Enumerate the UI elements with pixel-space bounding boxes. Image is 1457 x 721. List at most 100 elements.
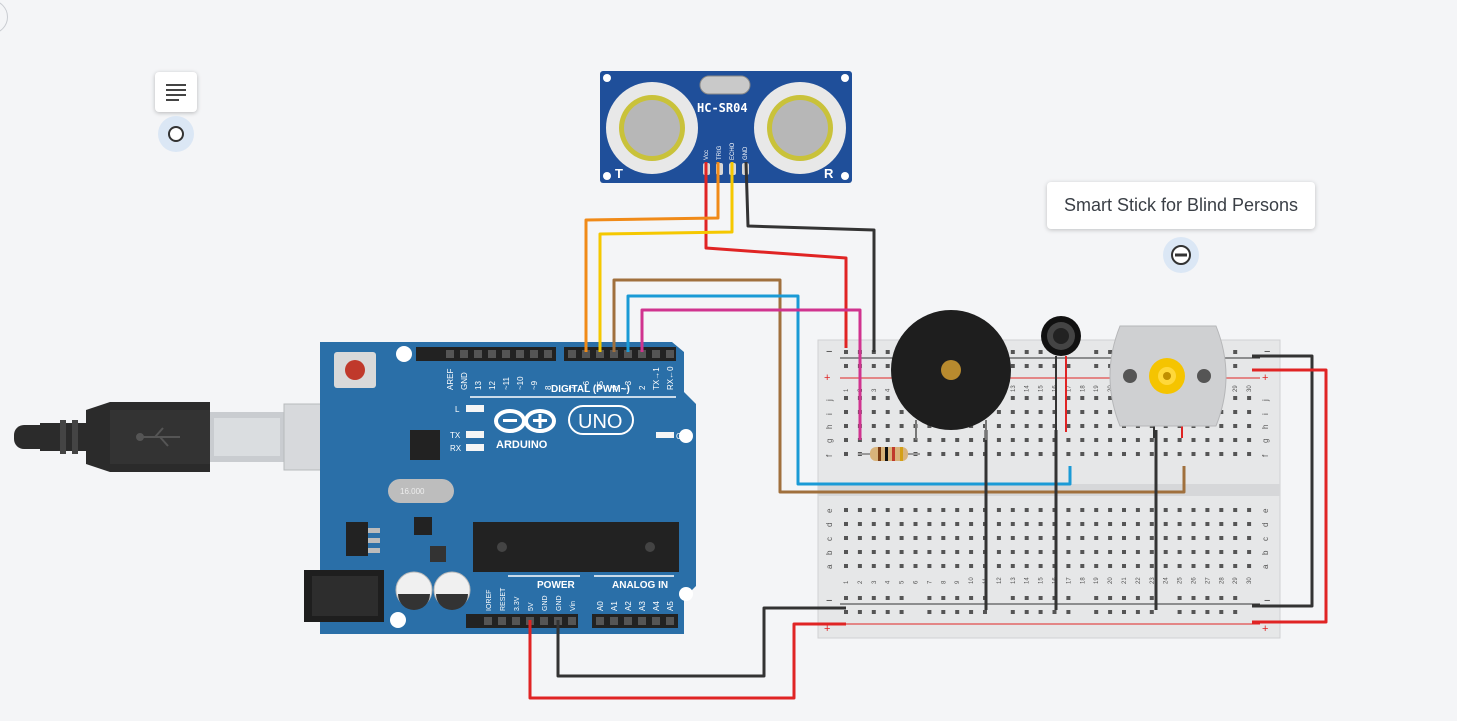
row-label: d (825, 523, 834, 527)
power-pin[interactable] (498, 617, 506, 625)
power-label: POWER (537, 580, 576, 591)
notes-icon (166, 84, 186, 101)
power-header[interactable] (466, 614, 678, 628)
arduino-logo-icon (494, 409, 556, 433)
power-pin-label: GND (542, 595, 549, 611)
r-label: R (824, 166, 834, 181)
analog-pin-label: A4 (652, 601, 661, 611)
column-label: 15 (1039, 385, 1045, 392)
row-label: a (825, 564, 834, 569)
digital-header[interactable] (416, 347, 676, 361)
column-label: 14 (1025, 385, 1031, 392)
power-pin-label: GND (556, 595, 563, 611)
notes-pin[interactable] (158, 116, 194, 152)
row-label: f (1261, 454, 1270, 457)
annotation-text: Smart Stick for Blind Persons (1063, 195, 1299, 215)
column-label: 30 (1247, 577, 1253, 584)
digital-pin[interactable] (624, 350, 632, 358)
receiver-transducer (754, 82, 846, 174)
usb-icon (136, 427, 180, 447)
digital-pin[interactable] (638, 350, 646, 358)
transmitter-transducer (606, 82, 698, 174)
rail-minus-top-left: − (826, 346, 832, 358)
column-label: 30 (1247, 385, 1253, 392)
digital-pin-label: ~10 (516, 376, 525, 390)
l-label: L (455, 405, 460, 414)
power-pin[interactable] (568, 617, 576, 625)
column-label: 23 (1150, 577, 1156, 584)
column-label: 24 (1164, 577, 1170, 584)
atmega-chip (473, 522, 679, 572)
column-label: 18 (1080, 577, 1086, 584)
rail-minus-top-right: − (1264, 346, 1270, 358)
power-pin-label: RESET (500, 587, 507, 611)
digital-pin[interactable] (460, 350, 468, 358)
power-pin-label: Vin (570, 601, 577, 611)
column-label: 29 (1233, 385, 1239, 392)
digital-pin[interactable] (502, 350, 510, 358)
row-label: g (825, 439, 834, 443)
notes-button[interactable] (155, 72, 197, 112)
voltage-regulator (346, 522, 368, 556)
row-label: e (1261, 508, 1270, 513)
digital-pin[interactable] (568, 350, 576, 358)
buzzer[interactable] (891, 310, 1011, 440)
tx-label: TX (450, 431, 461, 440)
rx-label: RX (450, 444, 462, 453)
digital-pin-label: ~11 (502, 376, 511, 390)
rail-minus-bottom-right: − (1264, 595, 1270, 607)
on-label: ON (676, 432, 688, 441)
analog-pin[interactable] (638, 617, 646, 625)
column-label: 18 (1080, 385, 1086, 392)
analog-label: ANALOG IN (612, 580, 668, 591)
row-label: g (1261, 439, 1270, 443)
row-label: c (825, 537, 834, 541)
analog-pin[interactable] (666, 617, 674, 625)
digital-pin[interactable] (530, 350, 538, 358)
analog-pin[interactable] (596, 617, 604, 625)
column-label: 15 (1039, 577, 1045, 584)
digital-pin[interactable] (446, 350, 454, 358)
minus-circle-icon (1171, 245, 1191, 265)
digital-pin-label: GND (460, 372, 469, 390)
resistor[interactable] (858, 447, 920, 461)
digital-pin[interactable] (610, 350, 618, 358)
analog-pin[interactable] (610, 617, 618, 625)
dc-motor[interactable] (1109, 325, 1227, 438)
column-label: 19 (1094, 577, 1100, 584)
wire-trig-orange (584, 162, 720, 352)
wires[interactable] (528, 161, 1328, 700)
rail-plus-bottom-right: + (1262, 623, 1268, 635)
digital-pin[interactable] (596, 350, 604, 358)
digital-pin-label: 2 (638, 385, 647, 390)
digital-pin[interactable] (666, 350, 674, 358)
analog-pin-label: A0 (596, 601, 605, 611)
digital-pin-label: 4 (610, 385, 619, 390)
analog-pin[interactable] (624, 617, 632, 625)
power-pin-label: IOREF (486, 590, 493, 611)
digital-pin[interactable] (582, 350, 590, 358)
analog-pin[interactable] (652, 617, 660, 625)
vibration-motor[interactable] (1041, 316, 1081, 432)
wire-5v-red (528, 620, 846, 700)
column-label: 22 (1136, 577, 1142, 584)
column-label: 8 (941, 580, 947, 584)
column-label: 29 (1233, 577, 1239, 584)
digital-pin[interactable] (488, 350, 496, 358)
digital-pin[interactable] (474, 350, 482, 358)
power-pin[interactable] (540, 617, 548, 625)
annotation-note[interactable]: Smart Stick for Blind Persons (1047, 182, 1315, 229)
power-pin[interactable] (484, 617, 492, 625)
annotation-pin[interactable] (1163, 237, 1199, 273)
analog-pin-label: A2 (624, 601, 633, 611)
column-label: 4 (886, 388, 892, 392)
digital-pin[interactable] (652, 350, 660, 358)
digital-pin[interactable] (544, 350, 552, 358)
digital-pin[interactable] (516, 350, 524, 358)
row-label: h (1261, 425, 1270, 429)
power-pin[interactable] (512, 617, 520, 625)
